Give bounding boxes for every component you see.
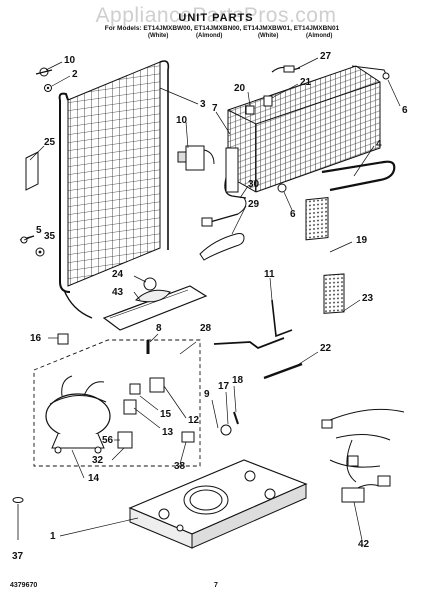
variant-label: (Almond) xyxy=(306,33,333,39)
drain-pan xyxy=(102,277,208,331)
compressor-group-box xyxy=(33,339,201,467)
page-number: 7 xyxy=(214,582,218,589)
clip xyxy=(57,333,69,345)
screw xyxy=(382,72,390,80)
callout-17: 17 xyxy=(218,381,230,392)
grommet xyxy=(220,424,232,436)
defrost-limiter xyxy=(263,95,273,107)
tube xyxy=(271,299,293,338)
callout-32: 32 xyxy=(92,455,104,466)
clip xyxy=(129,383,141,395)
screw xyxy=(19,235,45,257)
callout-43: 43 xyxy=(112,287,124,298)
foam-block xyxy=(323,273,345,314)
callout-56: 56 xyxy=(102,435,114,446)
variant-label: (White) xyxy=(148,33,169,39)
models-line: For Models: ET14JMXBW00, ET14JMXBN00, ET… xyxy=(104,25,340,32)
clip xyxy=(245,105,255,115)
condenser-coil xyxy=(58,60,170,319)
screw xyxy=(233,411,239,425)
terminal-cover xyxy=(181,431,195,443)
callout-9: 9 xyxy=(204,389,210,400)
callout-42: 42 xyxy=(358,539,370,550)
callout-27: 27 xyxy=(320,51,332,62)
callout-2: 2 xyxy=(72,69,78,80)
callout-22: 22 xyxy=(320,343,332,354)
foam-block xyxy=(305,196,329,241)
callout-18: 18 xyxy=(232,375,244,386)
capacitor xyxy=(117,431,133,449)
page-title: UNIT PARTS xyxy=(178,12,254,24)
callout-5: 5 xyxy=(36,225,42,236)
screw xyxy=(277,183,287,193)
callout-10-a: 10 xyxy=(64,55,76,66)
connector xyxy=(201,197,247,227)
callout-14: 14 xyxy=(88,473,100,484)
relay xyxy=(123,399,137,415)
callout-1: 1 xyxy=(50,531,56,542)
variant-label: (Almond) xyxy=(196,33,223,39)
callout-8: 8 xyxy=(156,323,162,334)
bracket xyxy=(25,151,39,191)
callout-23: 23 xyxy=(362,293,374,304)
leader-lines xyxy=(23,57,401,541)
callout-28: 28 xyxy=(200,323,212,334)
callout-16: 16 xyxy=(30,333,42,344)
overload xyxy=(149,377,165,393)
callout-20: 20 xyxy=(234,83,246,94)
callout-6-a: 6 xyxy=(402,105,408,116)
base-plate xyxy=(128,459,308,549)
thermostat xyxy=(177,145,215,171)
compressor xyxy=(45,375,111,454)
callout-21: 21 xyxy=(300,77,312,88)
variant-label: (White) xyxy=(258,33,279,39)
callout-12: 12 xyxy=(188,415,200,426)
watermark: AppliancePartsPros.com xyxy=(95,4,337,27)
callout-37: 37 xyxy=(12,551,24,562)
callout-30: 30 xyxy=(248,179,260,190)
callout-13: 13 xyxy=(162,427,174,438)
callout-4: 4 xyxy=(376,139,382,150)
filter-drier xyxy=(199,233,245,261)
callout-38: 38 xyxy=(174,461,186,472)
callout-25: 25 xyxy=(44,137,56,148)
callout-6-b: 6 xyxy=(290,209,296,220)
callout-35: 35 xyxy=(44,231,56,242)
wiring-harness xyxy=(321,408,405,503)
tube xyxy=(213,337,285,350)
leveler xyxy=(12,497,24,540)
callout-24: 24 xyxy=(112,269,124,280)
callout-11: 11 xyxy=(264,269,275,280)
callout-3: 3 xyxy=(200,99,206,110)
tube xyxy=(263,362,303,380)
callout-19: 19 xyxy=(356,235,368,246)
callout-29: 29 xyxy=(248,199,260,210)
callout-15: 15 xyxy=(160,409,172,420)
defrost-heater xyxy=(321,160,396,192)
callout-10-b: 10 xyxy=(176,115,188,126)
doc-number: 4379670 xyxy=(10,582,38,589)
screw xyxy=(35,67,53,92)
callout-7: 7 xyxy=(212,103,218,114)
